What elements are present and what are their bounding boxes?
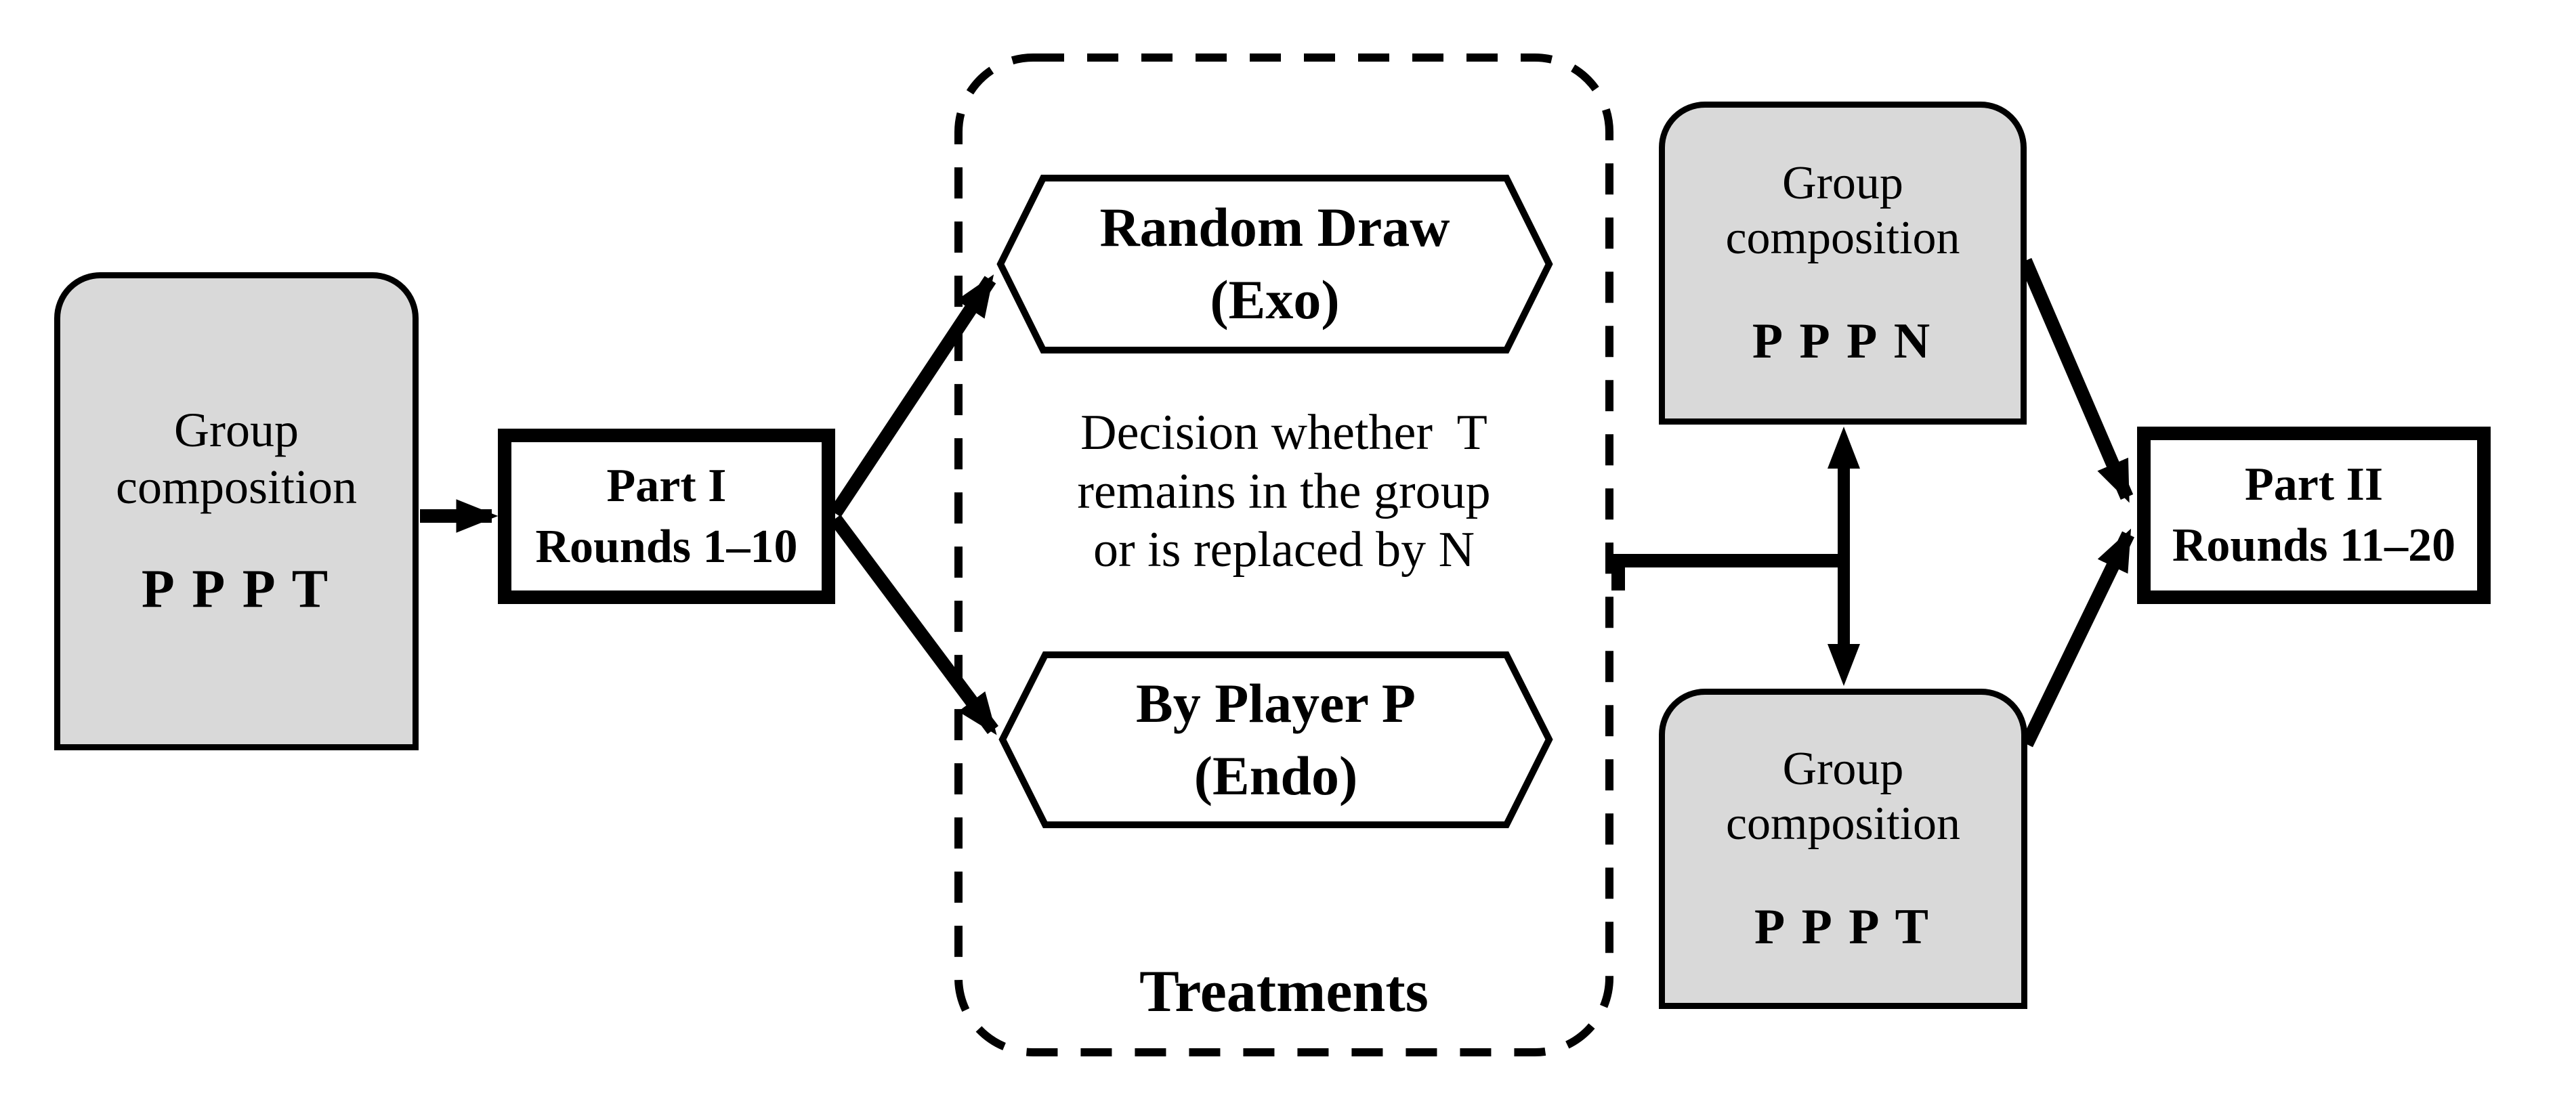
group-composition-initial-box: Group composition P P P T	[54, 272, 419, 750]
double-arrow-down-head	[1828, 644, 1860, 686]
part1-box: Part I Rounds 1–10	[498, 429, 835, 604]
by-player-line2: (Endo)	[1194, 744, 1358, 807]
group-composition-pppt-box: Group composition P P P T	[1659, 689, 2027, 1009]
group-composition-pppn-box: Group composition P P P N	[1659, 102, 2027, 425]
decision-description-text: Decision whether T remains in the group …	[1077, 405, 1491, 578]
by-player-hexagon-shape	[998, 651, 1553, 828]
arrow-pppn-to-part2	[2019, 258, 2134, 503]
part2-rounds: Rounds 11–20	[2172, 519, 2456, 572]
connector-treatments-to-outcomes	[1611, 554, 1844, 590]
by-player-line1: By Player P	[1136, 672, 1416, 734]
random-draw-hexagon-shape	[996, 175, 1553, 353]
group-composition-pppn-line2: composition	[1725, 212, 1960, 264]
group-composition-initial-letters: P P P T	[141, 559, 332, 620]
treatments-caption: Treatments	[1139, 959, 1429, 1025]
group-composition-initial-line1: Group	[174, 402, 299, 457]
part2-title: Part II	[2244, 458, 2384, 511]
treatments-dashed-container	[954, 53, 1613, 1056]
group-composition-pppt-line1: Group	[1782, 742, 1904, 795]
part1-rounds: Rounds 1–10	[535, 520, 798, 573]
group-composition-initial-line2: composition	[116, 459, 357, 514]
random-draw-line1: Random Draw	[1099, 196, 1450, 259]
double-arrow-up-head	[1828, 427, 1860, 469]
part1-title: Part I	[606, 459, 727, 512]
by-player-hexagon-label: By Player P (Endo)	[1002, 655, 1549, 825]
group-composition-pppt-line2: composition	[1725, 798, 1961, 850]
arrow-pppt-to-part2	[2020, 528, 2135, 748]
group-composition-pppn-line1: Group	[1782, 156, 1903, 209]
arrow-part1-to-by-player	[829, 515, 999, 735]
group-composition-pppn-letters: P P P N	[1752, 314, 1934, 370]
arrow-part1-to-random-draw	[829, 274, 996, 517]
part2-box: Part II Rounds 11–20	[2137, 427, 2491, 604]
random-draw-hexagon-label: Random Draw (Exo)	[1000, 178, 1549, 350]
random-draw-line2: (Exo)	[1210, 269, 1340, 330]
group-composition-pppt-letters: P P P T	[1754, 899, 1932, 955]
